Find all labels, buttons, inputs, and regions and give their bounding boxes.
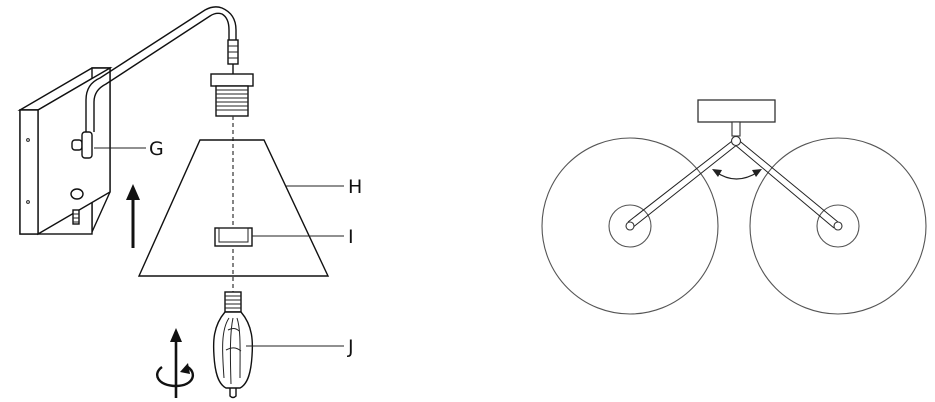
wall-plate (17, 66, 113, 236)
light-bulb (212, 291, 254, 399)
right-shade-disc (749, 137, 927, 315)
shade-holder (214, 227, 253, 247)
cable-outlet (70, 188, 84, 225)
arrow-up-icon (126, 184, 140, 248)
pivot-stem (731, 121, 741, 137)
swing-arc-arrow-icon (712, 169, 762, 180)
label-g: G (149, 138, 164, 160)
left-socket-ring (608, 204, 652, 248)
label-i: I (348, 226, 354, 248)
lampshade (137, 139, 330, 277)
right-socket-ring (816, 204, 860, 248)
swing-view (541, 99, 927, 315)
label-j: J (347, 336, 354, 358)
switch-knob (71, 131, 93, 159)
left-shade-disc (541, 137, 719, 315)
arm-connector (210, 39, 254, 117)
leader-lines (94, 147, 344, 347)
assembly-view: G H I J (17, 6, 362, 399)
rotate-arrow-icon (156, 328, 195, 398)
swing-arms (625, 135, 843, 231)
lamp-arm (85, 6, 237, 132)
wall-plate-top (697, 99, 776, 123)
label-h: H (348, 176, 362, 198)
